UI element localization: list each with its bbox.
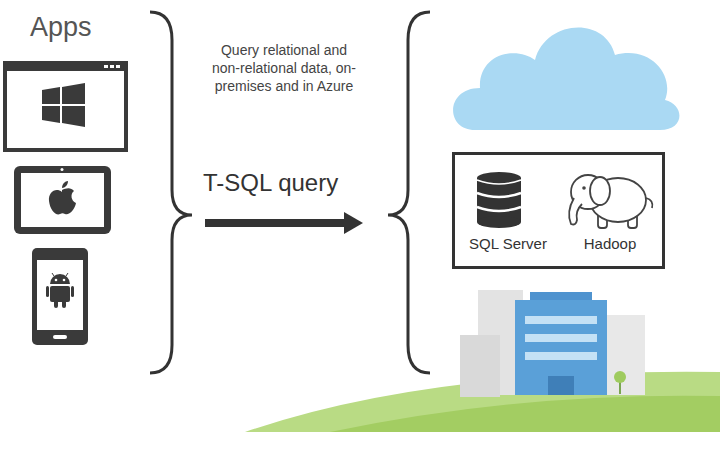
office-building	[515, 300, 607, 395]
window-button	[104, 65, 108, 68]
windows-logo	[42, 83, 85, 127]
building-window	[525, 316, 597, 324]
node-label: Hadoop	[565, 235, 655, 252]
phone-screen	[37, 260, 83, 330]
hadoop-elephant	[569, 175, 652, 228]
android-eye	[55, 279, 58, 282]
bracket	[388, 12, 430, 373]
building-window	[525, 352, 597, 360]
phone-frame	[32, 248, 88, 345]
elephant-eye	[582, 186, 586, 190]
android-logo	[46, 273, 74, 308]
apple-logo	[49, 181, 76, 214]
text-label: Apps	[30, 10, 140, 44]
bracket	[150, 12, 192, 373]
window-button	[116, 65, 120, 68]
window-button	[110, 65, 114, 68]
text-label: T-SQL query	[203, 168, 378, 198]
tablet-camera	[61, 168, 64, 171]
tablet-screen	[21, 173, 104, 227]
hill-shade	[330, 396, 720, 432]
window-titlebar	[5, 63, 126, 71]
cloud-shape	[453, 27, 679, 130]
database-icon	[477, 172, 521, 228]
system-box: SQL Server Hadoop	[452, 152, 665, 269]
desktop-window	[5, 63, 126, 150]
tree-crown	[614, 371, 626, 383]
android-eye	[63, 279, 66, 282]
text-label: Query relational and non-relational data…	[209, 41, 359, 95]
node-label: SQL Server	[458, 235, 558, 252]
building-door	[548, 376, 574, 395]
building-back	[460, 335, 500, 397]
tablet-frame	[14, 166, 111, 234]
phone-button	[53, 335, 67, 339]
query-arrow	[205, 219, 348, 227]
building-window	[525, 334, 597, 342]
arrow-head	[344, 212, 363, 234]
